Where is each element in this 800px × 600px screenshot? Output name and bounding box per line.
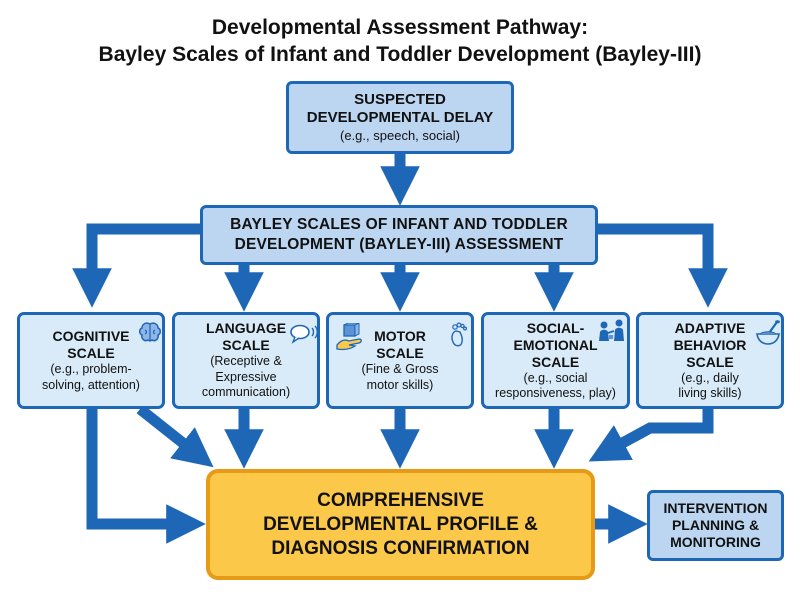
arrow-cognitive-diagonal-to-profile [136,404,214,468]
arrow-assessment-to-cognitive [72,223,200,308]
intervention-line-1: INTERVENTION [663,500,768,516]
adaptive-behavior-scale-detail-1: (e.g., daily [681,370,739,385]
cognitive-scale-detail-2: solving, attention) [42,377,140,392]
motor-scale-title-2: SCALE [376,345,424,361]
cognitive-scale-title-2: SCALE [67,345,115,361]
adaptive-behavior-scale-title-3: SCALE [686,353,734,370]
people-interaction-icon [599,319,624,341]
arrow-cognitive-elbow-to-profile [86,409,206,544]
bayley-assessment-line-1: BAYLEY SCALES OF INFANT AND TODDLER [230,216,568,233]
cognitive-scale-box: COGNITIVE SCALE (e.g., problem- solving,… [17,312,165,409]
social-emotional-scale-title-3: SCALE [531,353,580,370]
suspected-delay-example: (e.g., speech, social) [340,128,460,143]
adaptive-behavior-scale-title-2: BEHAVIOR [673,336,747,353]
suspected-delay-line-2: DEVELOPMENTAL DELAY [306,109,494,126]
bayley-assessment-line-2: DEVELOPMENT (BAYLEY-III) ASSESSMENT [234,236,564,253]
social-emotional-scale-box: SOCIAL- EMOTIONAL SCALE (e.g., social re… [481,312,630,409]
title-line-2: Bayley Scales of Infant and Toddler Deve… [98,43,702,66]
intervention-line-2: PLANNING & [671,517,760,533]
motor-scale-title-1: MOTOR [374,328,426,344]
language-scale-title-2: SCALE [222,337,270,354]
language-scale-detail-2: Expressive [215,369,277,384]
profile-line-3: DIAGNOSIS CONFIRMATION [271,537,530,559]
social-emotional-scale-title-1: SOCIAL- [526,319,585,336]
language-scale-title-1: LANGUAGE [205,320,287,337]
social-emotional-scale-title-2: EMOTIONAL [513,336,598,353]
social-emotional-scale-detail-2: responsiveness, play) [495,386,616,400]
profile-line-2: DEVELOPMENTAL PROFILE & [263,513,538,535]
hand-block-icon [336,323,362,351]
brain-icon [139,322,161,342]
suspected-delay-line-1: SUSPECTED [354,91,446,108]
social-emotional-scale-detail-1: (e.g., social [523,370,588,385]
arrow-adaptive-to-profile [588,409,714,462]
intervention-box: INTERVENTION PLANNING & MONITORING [647,490,784,561]
bayley-assessment-box: BAYLEY SCALES OF INFANT AND TODDLER DEVE… [200,205,598,265]
diagram-title: Developmental Assessment Pathway: Bayley… [0,14,800,68]
footprint-icon [451,322,468,347]
suspected-delay-box: SUSPECTED DEVELOPMENTAL DELAY (e.g., spe… [286,81,514,154]
adaptive-behavior-scale-title-1: ADAPTIVE [674,319,746,336]
intervention-line-3: MONITORING [670,534,761,550]
adaptive-behavior-scale-box: ADAPTIVE BEHAVIOR SCALE (e.g., daily liv… [636,312,784,409]
motor-scale-detail-2: motor skills) [366,377,434,392]
profile-line-1: COMPREHENSIVE [317,489,484,511]
bowl-spoon-icon [756,320,780,345]
language-scale-detail-1: (Receptive & [210,354,282,369]
arrow-assessment-to-adaptive [598,223,728,308]
motor-scale-box: MOTOR SCALE (Fine & Gross motor skills) [326,312,474,409]
cognitive-scale-title-1: COGNITIVE [52,328,130,344]
speech-bubble-icon [290,324,318,344]
language-scale-detail-3: communication) [201,385,291,400]
title-line-1: Developmental Assessment Pathway: [211,16,589,39]
cognitive-scale-detail-1: (e.g., problem- [50,362,132,376]
motor-scale-detail-1: (Fine & Gross [361,362,439,376]
developmental-profile-box: COMPREHENSIVE DEVELOPMENTAL PROFILE & DI… [206,469,595,580]
language-scale-box: LANGUAGE SCALE (Receptive & Expressive c… [172,312,320,409]
adaptive-behavior-scale-detail-2: living skills) [678,386,742,400]
